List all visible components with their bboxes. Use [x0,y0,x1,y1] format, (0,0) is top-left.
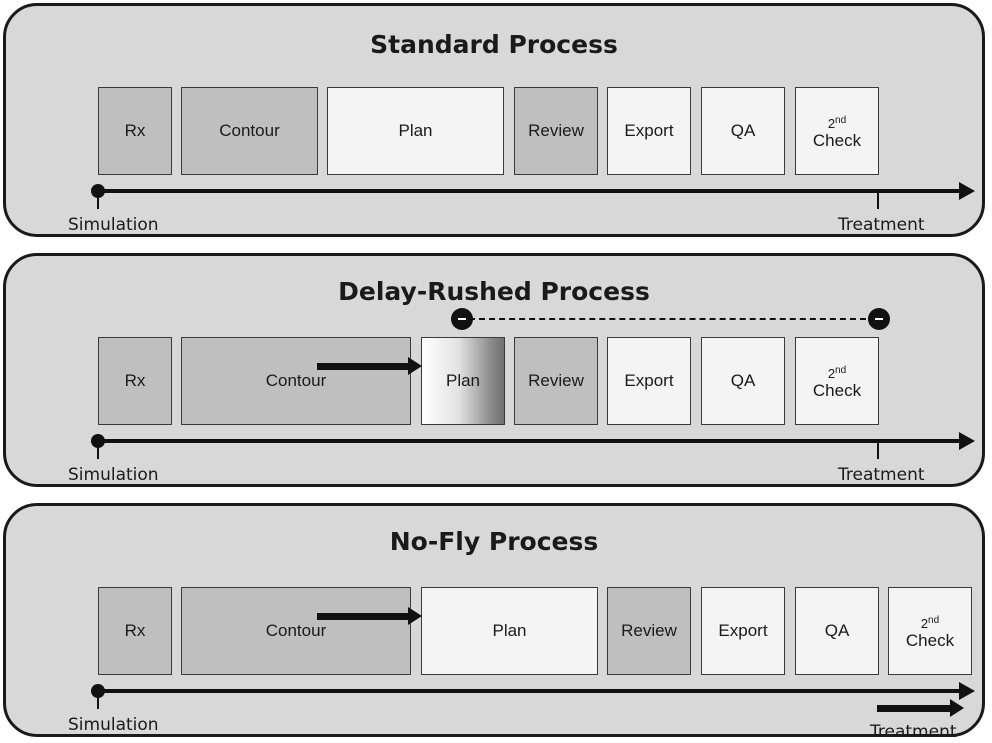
no-fly-process-panel: No-Fly Process Rx Contour Plan Review Ex… [3,503,985,742]
panel-title: Delay-Rushed Process [338,277,650,306]
standard-process-panel: Standard Process Rx Contour Plan Review … [3,3,985,237]
simulation-tick [97,191,99,209]
timeline-arrow [98,682,975,700]
simulation-label: Simulation [68,715,159,735]
delay-arrow [317,607,422,625]
step-qa: QA [795,587,879,675]
step-rx: Rx [98,587,172,675]
timeline-arrow [98,432,975,450]
treatment-shift-arrow [877,699,964,717]
arrowhead [959,432,975,450]
step-qa: QA [701,337,785,425]
step-export: Export [607,337,691,425]
compressed-time-dashed-line [469,318,876,320]
delay-rushed-process-panel: Delay-Rushed Process Rx Contour Plan Rev… [3,253,985,487]
step-second-check: 2nd Check [795,337,879,425]
step-plan: Plan [421,587,598,675]
delay-arrow [317,357,422,375]
arrowhead [959,182,975,200]
step-plan: Plan [421,337,505,425]
step-plan: Plan [327,87,504,175]
step-qa: QA [701,87,785,175]
step-contour: Contour [181,587,411,675]
arrowhead [408,607,422,625]
step-review: Review [514,87,598,175]
minus-icon-left [451,308,473,330]
step-export: Export [607,87,691,175]
simulation-tick [97,441,99,459]
step-contour: Contour [181,87,318,175]
step-review: Review [607,587,691,675]
timeline-arrow [98,182,975,200]
step-second-check: 2nd Check [888,587,972,675]
treatment-label: Treatment [838,215,925,235]
treatment-tick [877,441,879,459]
treatment-label: Treatment [870,722,957,742]
simulation-label: Simulation [68,465,159,485]
step-rx: Rx [98,337,172,425]
arrowhead [959,682,975,700]
arrowhead [408,357,422,375]
panel-title: Standard Process [370,30,618,59]
minus-icon-right [868,308,890,330]
step-contour: Contour [181,337,411,425]
arrowhead [950,699,964,717]
treatment-label: Treatment [838,465,925,485]
step-second-check: 2nd Check [795,87,879,175]
step-review: Review [514,337,598,425]
step-export: Export [701,587,785,675]
simulation-tick [97,691,99,709]
step-rx: Rx [98,87,172,175]
simulation-label: Simulation [68,215,159,235]
panel-title: No-Fly Process [389,527,599,556]
treatment-tick [877,191,879,209]
